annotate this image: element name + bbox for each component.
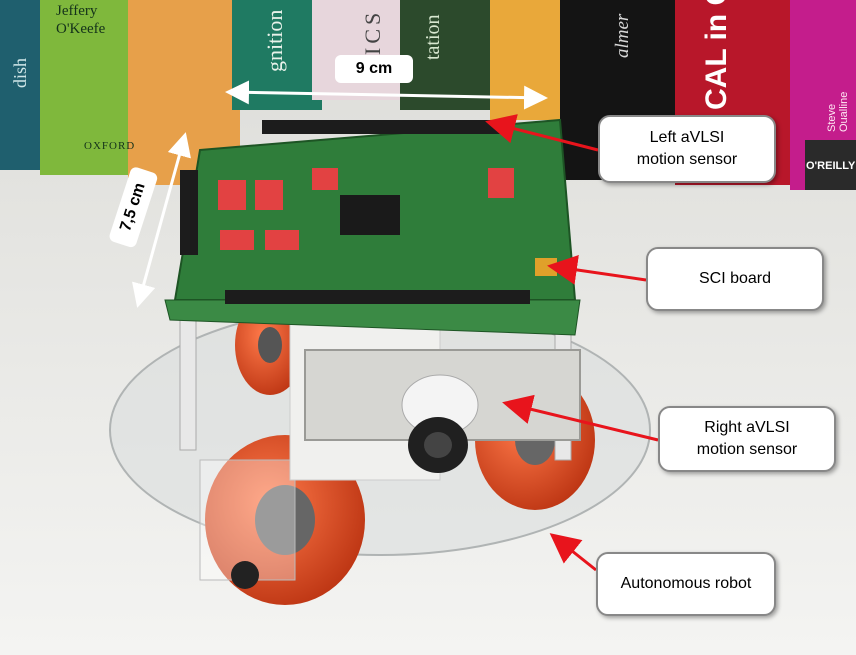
callout-left-sensor: Left aVLSI motion sensor bbox=[598, 115, 776, 183]
pin-header bbox=[262, 120, 502, 134]
book-spine-text-6: CAL in C bbox=[700, 0, 733, 110]
book-spine-text-5: almer bbox=[612, 13, 633, 58]
height-dimension-arrow bbox=[132, 132, 191, 308]
book-spine-text-2: gnition bbox=[262, 9, 287, 72]
book-spine-text-1: dish bbox=[10, 57, 30, 88]
pin-header bbox=[180, 170, 198, 255]
book-publisher-oxford: OXFORD bbox=[84, 140, 136, 152]
book-spine-text-7: Steve Oualline bbox=[826, 91, 850, 132]
left-sensor-arrow bbox=[485, 114, 599, 152]
pin-header bbox=[225, 290, 530, 304]
book-author-text: Jeffery O'Keefe bbox=[56, 3, 106, 37]
sci-board-arrow bbox=[547, 255, 647, 285]
book-spine-text-4: tation bbox=[422, 14, 444, 60]
callout-sci-board: SCI board bbox=[646, 247, 824, 311]
book-spine-text-3: ICS bbox=[360, 8, 385, 55]
book-publisher-oreilly: O'REILLY bbox=[806, 160, 856, 172]
book-spine-bottom bbox=[805, 140, 856, 190]
book-spine bbox=[400, 0, 495, 110]
robot-arrow bbox=[549, 533, 597, 572]
standoff-post bbox=[179, 309, 197, 451]
microcontroller-chip bbox=[340, 195, 400, 235]
width-dimension-arrow bbox=[225, 80, 548, 110]
callout-autonomous-robot: Autonomous robot bbox=[596, 552, 776, 616]
right-sensor-arrow bbox=[502, 394, 659, 442]
callout-right-sensor: Right aVLSI motion sensor bbox=[658, 406, 836, 472]
width-dimension-label: 9 cm bbox=[335, 55, 413, 83]
